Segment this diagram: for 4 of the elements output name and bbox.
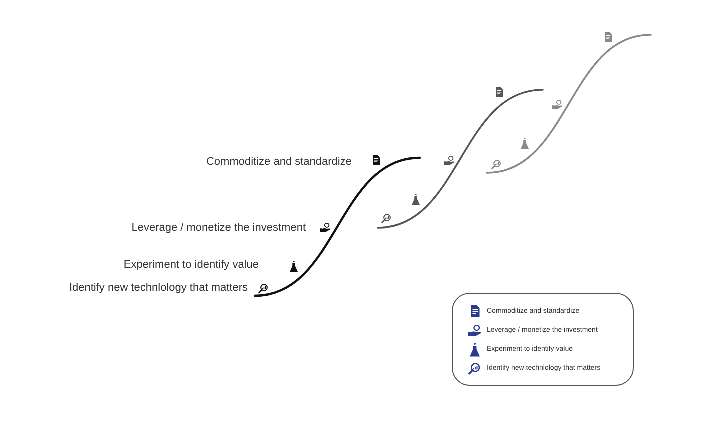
- stage-label: Identify new technlology that matters: [69, 281, 248, 295]
- stage-label: Leverage / monetize the investment: [132, 221, 306, 235]
- stage-label: Experiment to identify value: [124, 258, 259, 272]
- stage-label: Commoditize and standardize: [206, 155, 352, 169]
